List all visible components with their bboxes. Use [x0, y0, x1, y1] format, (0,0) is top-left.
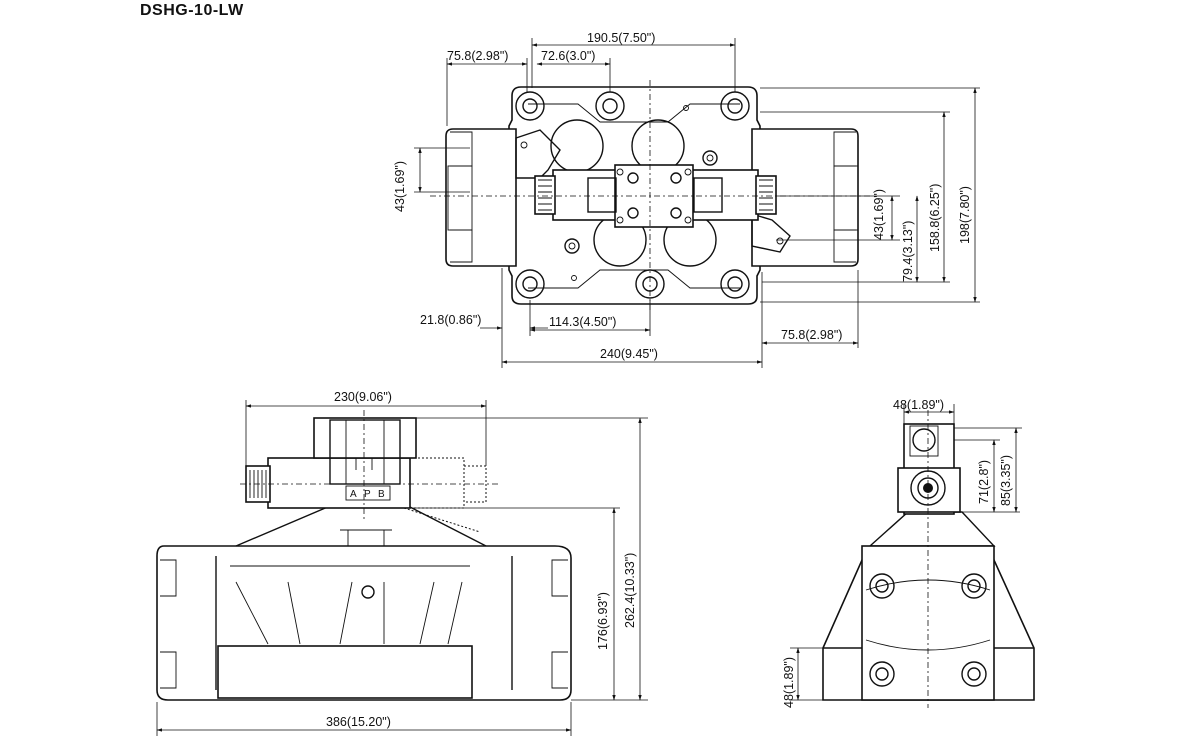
dim-158-8: 158.8(6.25") [928, 184, 942, 252]
port-letter-a: A [350, 489, 357, 500]
dim-176: 176(6.93") [596, 592, 610, 650]
dim-240: 240(9.45") [600, 347, 658, 361]
dim-48-bottom: 48(1.89") [782, 657, 796, 708]
top-right-end-cap [751, 128, 859, 267]
top-left-end-cap [445, 128, 517, 267]
dim-190-5: 190.5(7.50") [587, 31, 655, 45]
top-view-dimensions: 190.5(7.50") 75.8(2.98") 72.6(3.0") 43(1… [393, 31, 980, 368]
dim-230: 230(9.06") [334, 390, 392, 404]
dim-114-3: 114.3(4.50") [549, 315, 616, 329]
dim-21-8: 21.8(0.86") [420, 313, 481, 327]
port-letter-p: P [364, 489, 371, 500]
front-pilot-valve: A P B [245, 417, 487, 509]
dim-85: 85(3.35") [999, 455, 1013, 506]
dim-43-right: 43(1.69") [872, 189, 886, 240]
dim-75-8-left: 75.8(2.98") [447, 49, 508, 63]
front-view: A P B [156, 410, 572, 701]
dim-262-4: 262.4(10.33") [623, 553, 637, 628]
dim-75-8-right: 75.8(2.98") [781, 328, 842, 342]
side-view [822, 410, 1035, 708]
drawing-title: DSHG-10-LW [140, 2, 244, 19]
dim-71: 71(2.8") [977, 460, 991, 504]
side-view-dimensions: 48(1.89") 71(2.8") 85(3.35") 48(1.89") [782, 398, 1022, 708]
dim-79-4: 79.4(3.13") [901, 221, 915, 282]
dim-72-6: 72.6(3.0") [541, 49, 595, 63]
port-label-box [345, 485, 391, 501]
dim-386: 386(15.20") [326, 715, 391, 729]
dim-48-top: 48(1.89") [893, 398, 944, 412]
front-view-dimensions: 230(9.06") 176(6.93") 262.4(10.33") 386(… [156, 390, 648, 736]
dim-198: 198(7.80") [958, 186, 972, 244]
port-letter-b: B [378, 489, 385, 500]
top-view [430, 80, 870, 312]
dim-43-left: 43(1.69") [393, 161, 407, 212]
side-bolts [869, 573, 987, 687]
